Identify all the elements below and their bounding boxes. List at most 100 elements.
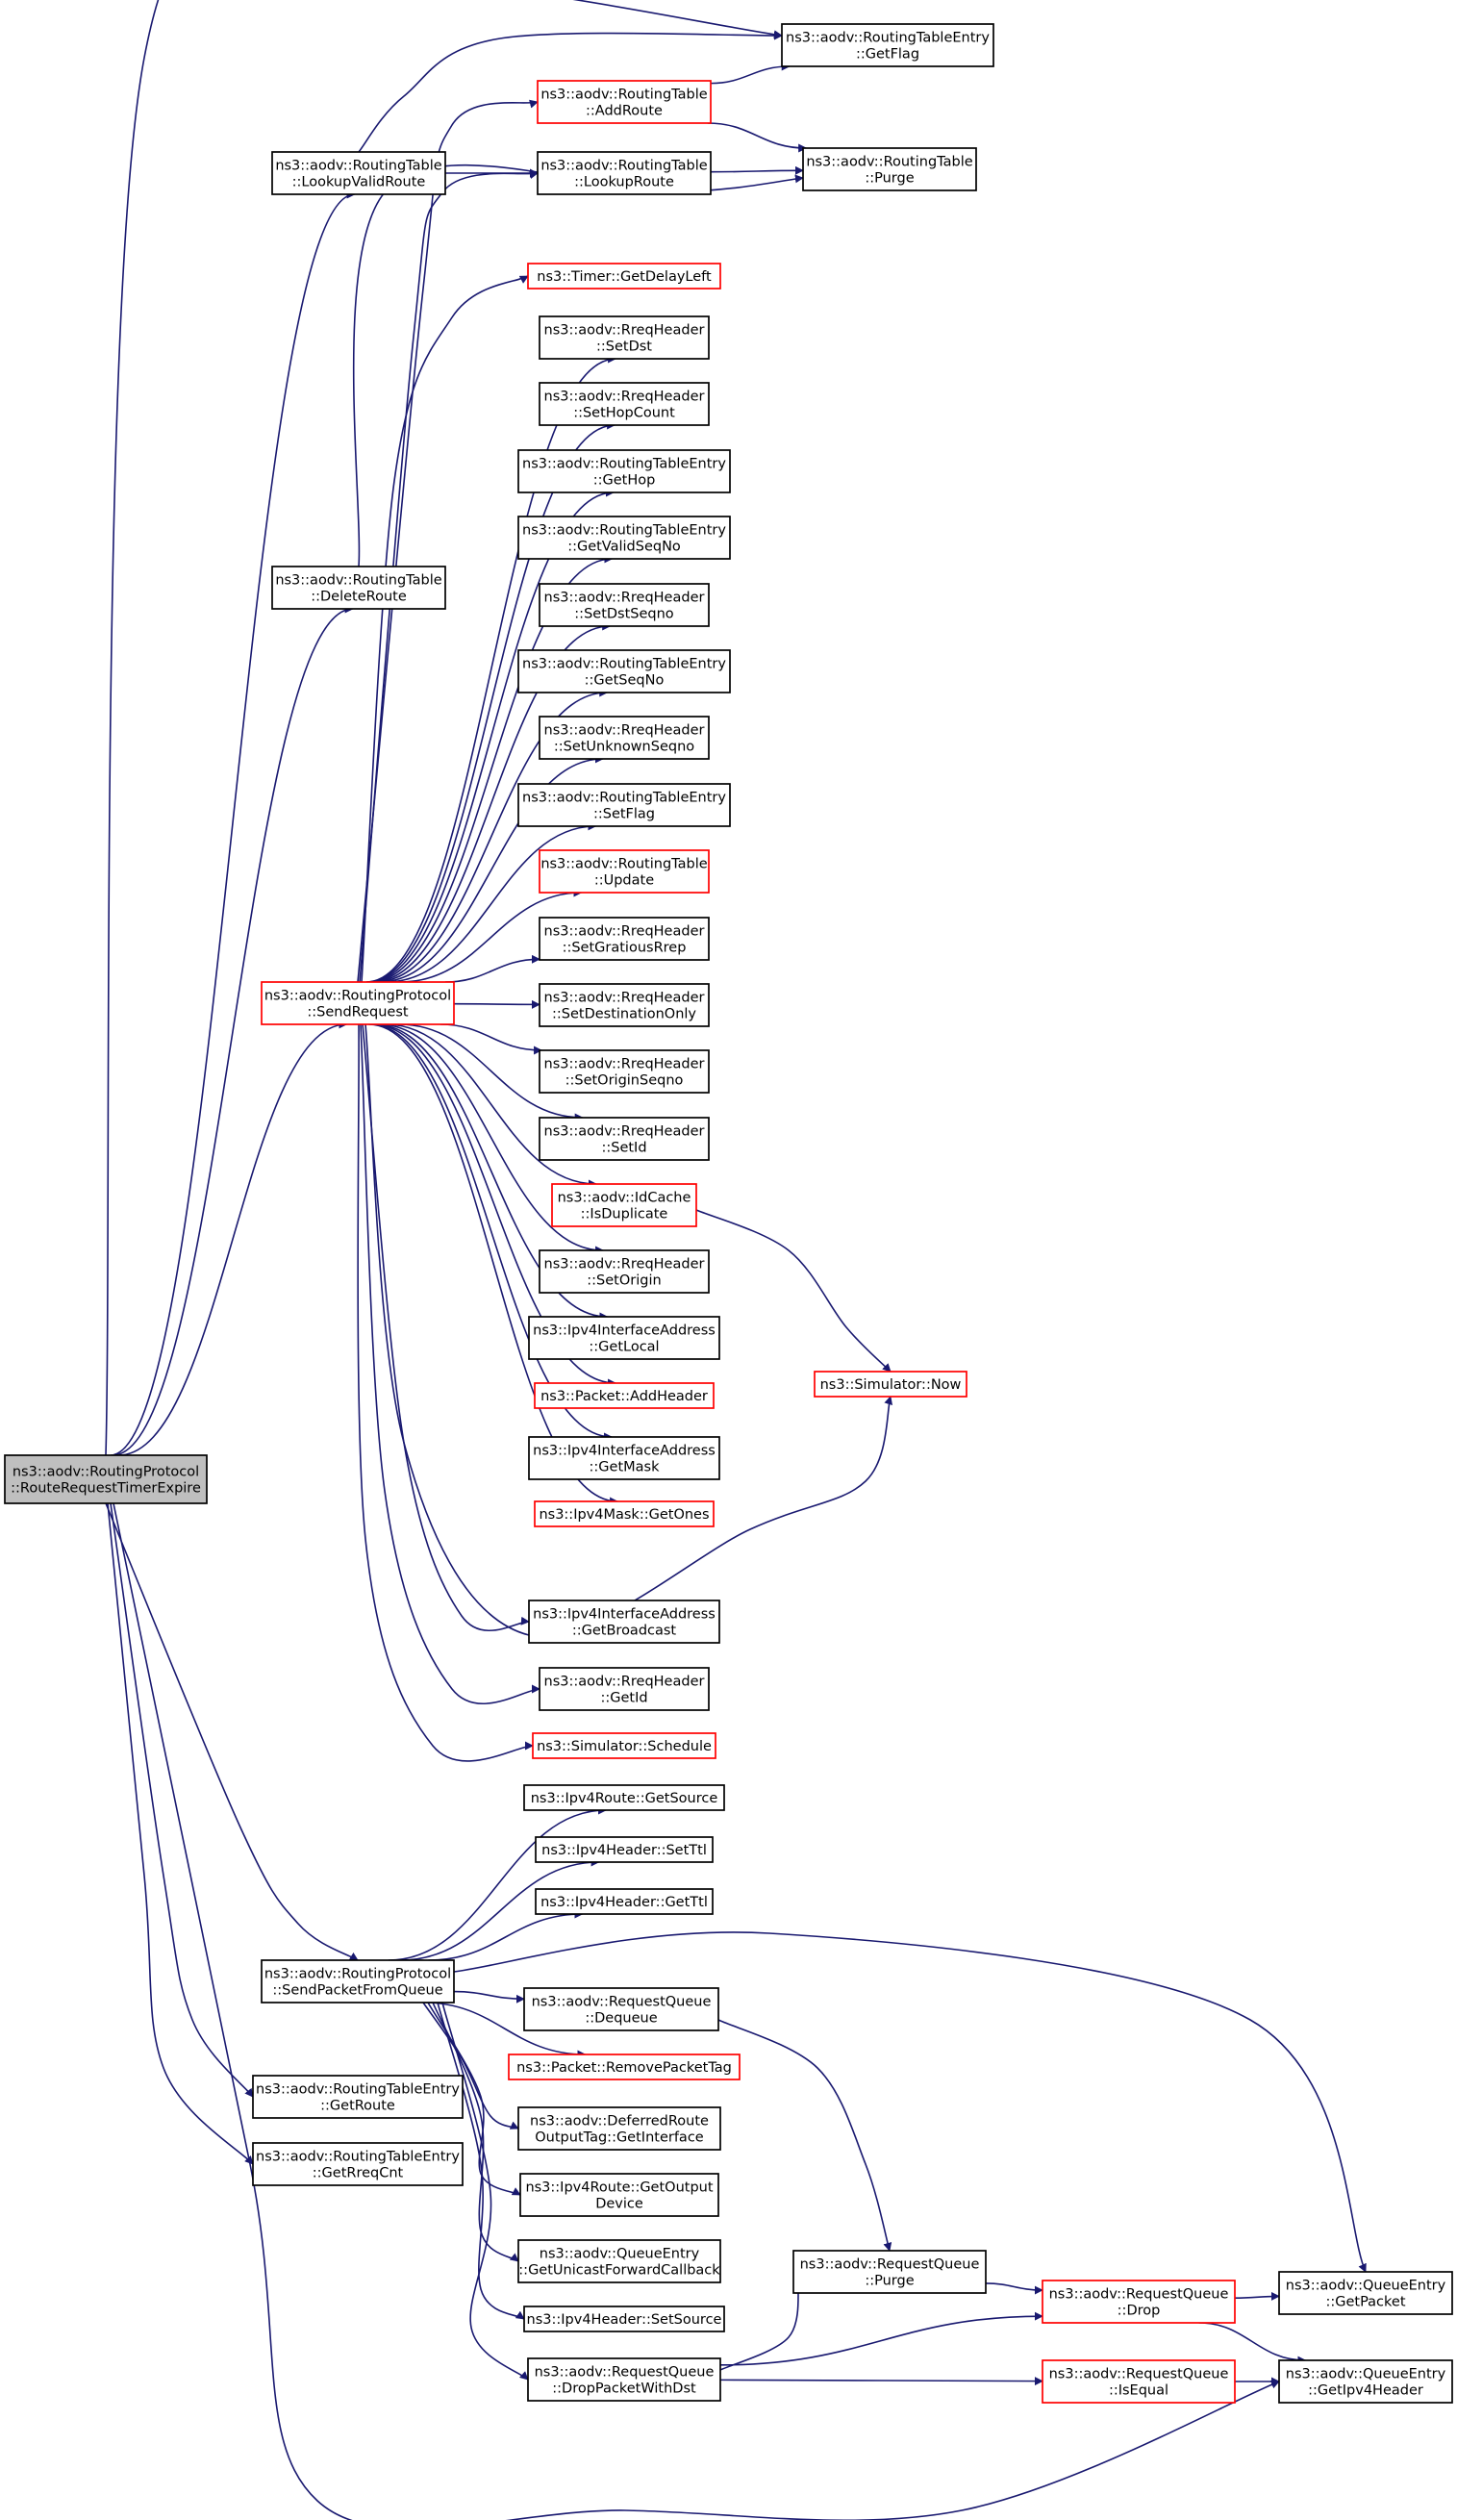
node-label: ns3::aodv::RoutingTableEntry (256, 2082, 460, 2098)
node-setorigin[interactable]: ns3::aodv::RreqHeader::SetOrigin (539, 1249, 710, 1294)
node-getvalidseqno[interactable]: ns3::aodv::RoutingTableEntry::GetValidSe… (517, 516, 731, 560)
edge-sendpacket-to-setttl (400, 1857, 600, 1961)
node-setoriginseqno[interactable]: ns3::aodv::RreqHeader::SetOriginSeqno (539, 1049, 710, 1094)
node-addheader[interactable]: ns3::Packet::AddHeader (534, 1382, 715, 1409)
node-label: ::Purge (865, 2274, 914, 2289)
node-box (528, 1600, 720, 1644)
node-getttl[interactable]: ns3::Ipv4Header::GetTtl (535, 1888, 714, 1915)
node-getrreqcnt[interactable]: ns3::aodv::RoutingTableEntry::GetRreqCnt (252, 2142, 464, 2186)
node-label: ns3::Ipv4Header::SetSource (527, 2312, 722, 2328)
node-setid[interactable]: ns3::aodv::RreqHeader::SetId (539, 1117, 710, 1161)
node-setdestonly[interactable]: ns3::aodv::RreqHeader::SetDestinationOnl… (539, 983, 710, 1027)
node-box (1042, 2280, 1236, 2324)
node-setflag[interactable]: ns3::aodv::RoutingTableEntry::SetFlag (517, 783, 731, 827)
edge-sendpacket-to-dropwithdst (441, 2002, 529, 2381)
node-lookuproute[interactable]: ns3::aodv::RoutingTable::LookupRoute (537, 151, 712, 195)
node-purge_rt[interactable]: ns3::aodv::RoutingTable::Purge (802, 147, 977, 191)
node-label: ::GetValidSeqNo (567, 540, 681, 555)
node-getones[interactable]: ns3::Ipv4Mask::GetOnes (534, 1500, 715, 1527)
node-box (539, 849, 710, 894)
node-getroute[interactable]: ns3::aodv::RoutingTableEntry::GetRoute (252, 2075, 464, 2119)
edge-sendrequest-to-setgratiousrrep (444, 954, 540, 983)
edge-sendpacket-to-setsource (437, 2002, 525, 2320)
node-label: ns3::aodv::RoutingTable (540, 857, 707, 872)
node-getpacket[interactable]: ns3::aodv::QueueEntry::GetPacket (1278, 2271, 1453, 2315)
node-label: ::GetRoute (320, 2099, 395, 2114)
node-dropwithdst[interactable]: ns3::aodv::RequestQueue::DropPacketWithD… (527, 2357, 721, 2402)
node-getlocal[interactable]: ns3::Ipv4InterfaceAddress::GetLocal (528, 1316, 720, 1360)
node-box (551, 1183, 697, 1227)
node-label: ns3::aodv::RreqHeader (544, 1124, 705, 1140)
node-drop[interactable]: ns3::aodv::RequestQueue::Drop (1042, 2280, 1236, 2324)
node-dequeue[interactable]: ns3::aodv::RequestQueue::Dequeue (523, 1987, 719, 2031)
node-getbroadcast[interactable]: ns3::Ipv4InterfaceAddress::GetBroadcast (528, 1600, 720, 1644)
node-box (271, 566, 446, 610)
node-sethopcount[interactable]: ns3::aodv::RreqHeader::SetHopCount (539, 382, 710, 426)
node-label: ::GetLocal (589, 1340, 659, 1355)
node-purge_rq[interactable]: ns3::aodv::RequestQueue::Purge (792, 2250, 987, 2294)
edge-sendrequest-to-setdstseqno (371, 621, 612, 983)
node-label: ::Purge (865, 171, 914, 187)
node-isequal[interactable]: ns3::aodv::RequestQueue::IsEqual (1042, 2359, 1236, 2404)
node-label: ns3::aodv::QueueEntry (1286, 2279, 1446, 2294)
node-box (792, 2250, 987, 2294)
node-getunicastfwd[interactable]: ns3::aodv::QueueEntry::GetUnicastForward… (517, 2239, 721, 2283)
node-label: ::Update (594, 873, 654, 889)
node-label: ::DropPacketWithDst (552, 2381, 696, 2397)
node-sendrequest[interactable]: ns3::aodv::RoutingProtocol::SendRequest (261, 981, 455, 1025)
node-lookupvalid[interactable]: ns3::aodv::RoutingTable::LookupValidRout… (271, 151, 446, 195)
node-getsource[interactable]: ns3::Ipv4Route::GetSource (523, 1784, 725, 1811)
node-label: ns3::aodv::RreqHeader (544, 1057, 705, 1072)
node-label: ::IsDuplicate (581, 1207, 668, 1222)
node-getid[interactable]: ns3::aodv::RreqHeader::GetId (539, 1667, 710, 1711)
node-now[interactable]: ns3::Simulator::Now (814, 1371, 967, 1398)
node-box (252, 2075, 464, 2119)
edge-dropwithdst-to-isequal (719, 2377, 1043, 2386)
node-setttl[interactable]: ns3::Ipv4Header::SetTtl (535, 1836, 714, 1863)
node-label: ns3::aodv::RoutingTableEntry (522, 523, 726, 539)
node-label: ::SetGratiousRrep (563, 941, 687, 956)
node-box (539, 1117, 710, 1161)
node-label: ns3::aodv::QueueEntry (540, 2247, 700, 2262)
node-label: ::GetRreqCnt (313, 2166, 404, 2181)
node-box (271, 151, 446, 195)
node-setsource[interactable]: ns3::Ipv4Header::SetSource (523, 2306, 725, 2332)
node-label: ::SetDestinationOnly (552, 1007, 696, 1022)
edge-isduplicate-to-now (695, 1209, 892, 1373)
node-box (517, 516, 731, 560)
node-setgratiousrrep[interactable]: ns3::aodv::RreqHeader::SetGratiousRrep (539, 917, 710, 961)
node-box (539, 983, 710, 1027)
node-gethop[interactable]: ns3::aodv::RoutingTableEntry::GetHop (517, 449, 731, 493)
node-label: ns3::aodv::RoutingProtocol (264, 1967, 451, 1982)
node-getdelayleft[interactable]: ns3::Timer::GetDelayLeft (527, 263, 721, 290)
node-box (4, 1454, 208, 1504)
node-getseqno[interactable]: ns3::aodv::RoutingTableEntry::GetSeqNo (517, 649, 731, 693)
edge-sendpacket-to-getttl (428, 1909, 584, 1961)
node-sendpacket[interactable]: ns3::aodv::RoutingProtocol::SendPacketFr… (261, 1959, 455, 2003)
node-getflag[interactable]: ns3::aodv::RoutingTableEntry::GetFlag (781, 23, 994, 67)
node-isduplicate[interactable]: ns3::aodv::IdCache::IsDuplicate (551, 1183, 697, 1227)
edge-sendpacket-to-getunicastfwd (432, 2002, 519, 2262)
node-getipv4header[interactable]: ns3::aodv::QueueEntry::GetIpv4Header (1278, 2359, 1453, 2404)
edge-root-to-sendrequest (118, 1020, 348, 1456)
node-label: ::LookupValidRoute (292, 175, 426, 190)
node-label: ns3::aodv::RoutingTableEntry (522, 791, 726, 806)
node-getmask[interactable]: ns3::Ipv4InterfaceAddress::GetMask (528, 1436, 720, 1480)
node-schedule[interactable]: ns3::Simulator::Schedule (532, 1732, 716, 1759)
edge-sendrequest-to-schedule (357, 1023, 534, 1762)
node-deleteroute[interactable]: ns3::aodv::RoutingTable::DeleteRoute (271, 566, 446, 610)
node-addroute[interactable]: ns3::aodv::RoutingTable::AddRoute (537, 80, 712, 124)
node-box (1278, 2271, 1453, 2315)
node-label: ns3::Ipv4InterfaceAddress (533, 1323, 716, 1339)
node-setunknownseqno[interactable]: ns3::aodv::RreqHeader::SetUnknownSeqno (539, 716, 710, 760)
node-setdst[interactable]: ns3::aodv::RreqHeader::SetDst (539, 315, 710, 360)
node-label: ::GetMask (590, 1460, 661, 1475)
node-label: ns3::aodv::RequestQueue (532, 1995, 712, 2010)
node-getinterface[interactable]: ns3::aodv::DeferredRouteOutputTag::GetIn… (517, 2106, 721, 2151)
node-setdstseqno[interactable]: ns3::aodv::RreqHeader::SetDstSeqno (539, 583, 710, 627)
node-update[interactable]: ns3::aodv::RoutingTable::Update (539, 849, 710, 894)
node-label: ::Dequeue (585, 2011, 657, 2027)
node-removepackettag[interactable]: ns3::Packet::RemovePacketTag (508, 2054, 741, 2080)
edge-sendrequest-to-setunknownseqno (379, 754, 604, 983)
